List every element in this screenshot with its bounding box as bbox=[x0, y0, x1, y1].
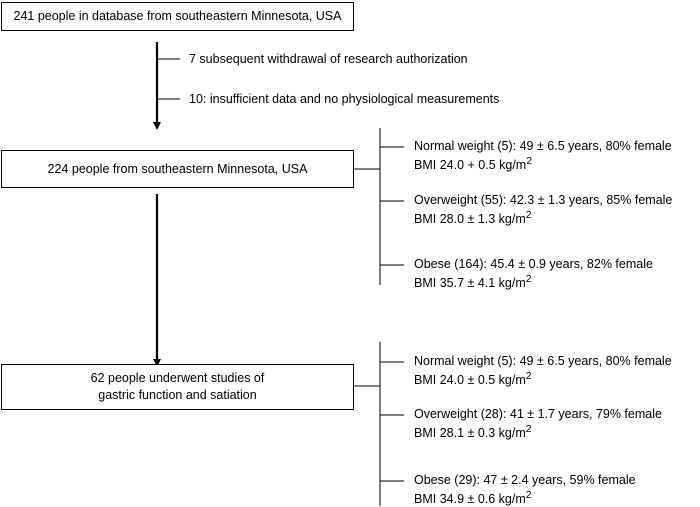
group-b-normal-weight: Normal weight (5): 49 ± 6.5 years, 80% f… bbox=[414, 354, 672, 388]
group-b-overweight-bmi: BMI 28.1 ± 0.3 kg/m2 bbox=[414, 424, 532, 441]
group-b-normal-bmi: BMI 24.0 ± 0.5 kg/m2 bbox=[414, 371, 532, 388]
box-224-people: 224 people from southeastern Minnesota, … bbox=[1, 150, 354, 188]
group-b-overweight: Overweight (28): 41 ± 1.7 years, 79% fem… bbox=[414, 407, 662, 441]
exclusion-text-2: 10: insufficient data and no physiologic… bbox=[189, 92, 500, 106]
group-a-normal-bmi: BMI 24.0 + 0.5 kg/m2 bbox=[414, 156, 533, 173]
group-a-obese-stats: Obese (164): 45.4 ± 0.9 years, 82% femal… bbox=[414, 257, 653, 271]
group-b-overweight-stats: Overweight (28): 41 ± 1.7 years, 79% fem… bbox=[414, 407, 662, 421]
group-b-obese-bmi: BMI 34.9 ± 0.6 kg/m2 bbox=[414, 490, 532, 507]
group-a-obese-bmi: BMI 35.7 ± 4.1 kg/m2 bbox=[414, 274, 532, 291]
group-b-normal-stats: Normal weight (5): 49 ± 6.5 years, 80% f… bbox=[414, 354, 672, 368]
box-224-label: 224 people from southeastern Minnesota, … bbox=[47, 161, 308, 176]
box-database-label: 241 people in database from southeastern… bbox=[13, 9, 342, 23]
box-62-label-line1: 62 people underwent studies of bbox=[90, 371, 265, 385]
group-a-overweight: Overweight (55): 42.3 ± 1.3 years, 85% f… bbox=[414, 193, 672, 227]
group-b-obese-stats: Obese (29): 47 ± 2.4 years, 59% female bbox=[414, 473, 636, 487]
exclusion-text-1: 7 subsequent withdrawal of research auth… bbox=[189, 52, 468, 66]
group-a-overweight-bmi: BMI 28.0 ± 1.3 kg/m2 bbox=[414, 210, 532, 227]
box-database: 241 people in database from southeastern… bbox=[1, 2, 354, 31]
box-62-people: 62 people underwent studies of gastric f… bbox=[1, 364, 354, 410]
box-62-label-line2: gastric function and satiation bbox=[98, 388, 257, 402]
group-a-normal-stats: Normal weight (5): 49 ± 6.5 years, 80% f… bbox=[414, 139, 672, 153]
group-b-obese: Obese (29): 47 ± 2.4 years, 59% female B… bbox=[414, 473, 636, 507]
group-a-overweight-stats: Overweight (55): 42.3 ± 1.3 years, 85% f… bbox=[414, 193, 673, 207]
group-a-normal-weight: Normal weight (5): 49 ± 6.5 years, 80% f… bbox=[414, 139, 672, 173]
group-a-obese: Obese (164): 45.4 ± 0.9 years, 82% femal… bbox=[414, 257, 653, 291]
